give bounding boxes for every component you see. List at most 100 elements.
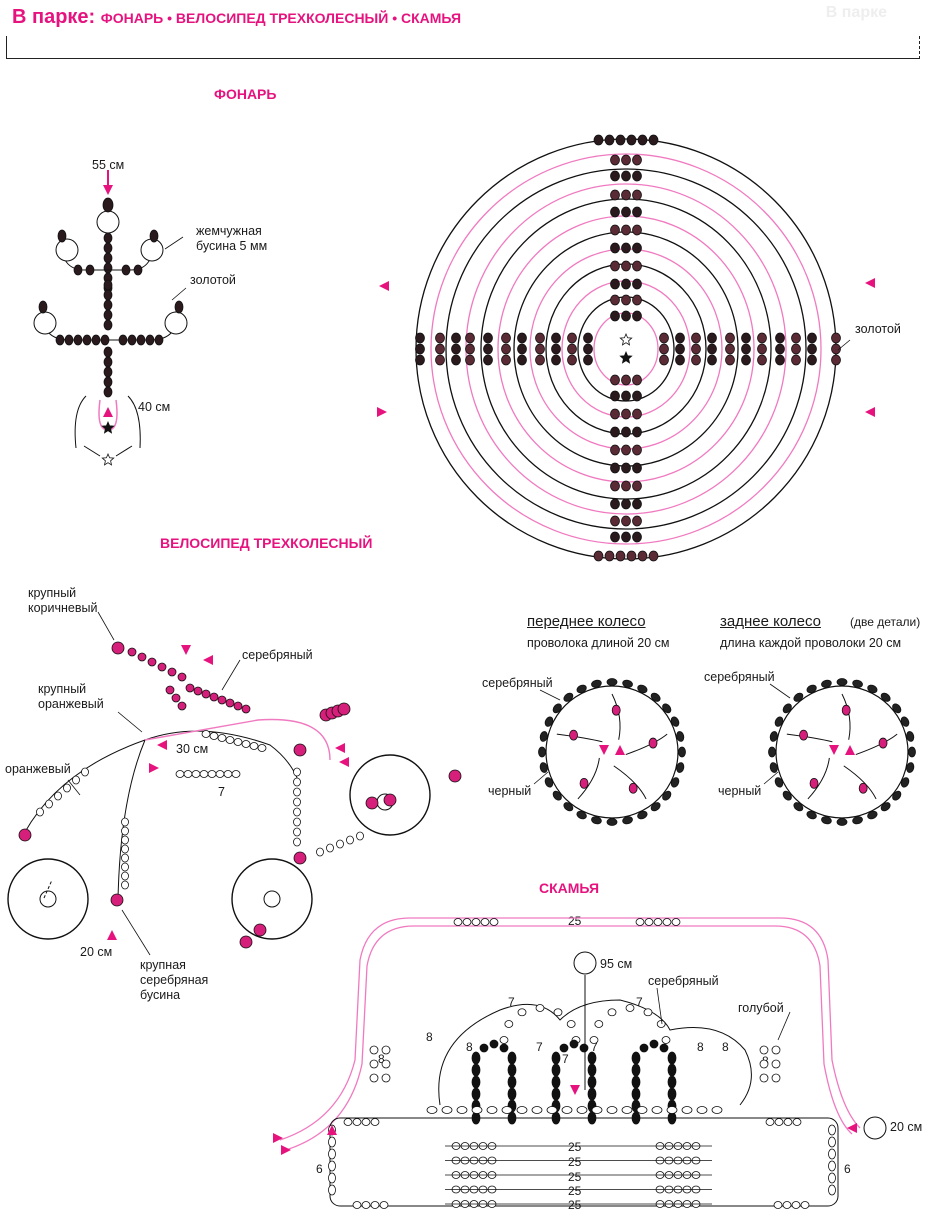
front-wheel-diagram-bead [662, 790, 672, 801]
frame-bead [257, 744, 267, 752]
bench-arch-bead [659, 1043, 669, 1053]
bench-rail-bead [681, 1106, 693, 1114]
bench-arch-bead [507, 1063, 517, 1077]
bench-seat-bead [361, 1118, 371, 1126]
bench-side-bead [369, 1059, 379, 1069]
frame-bead [201, 730, 211, 738]
shade-bead [632, 206, 642, 218]
frame-bead [191, 770, 201, 778]
orange-bead [36, 807, 44, 817]
bench-seat-bead [791, 1201, 801, 1209]
bench-arch-bead [631, 1051, 641, 1065]
shade-star-filled [619, 350, 633, 364]
rear-wheel-diagram-spoke [786, 733, 833, 743]
bench-seat-bead [370, 1201, 380, 1209]
shade-bead [610, 462, 620, 474]
shade-bead [621, 374, 631, 386]
leader-line [777, 1011, 791, 1041]
tricycle-count-7: 7 [218, 785, 225, 799]
brown-bead [147, 657, 157, 667]
silver-bead [209, 692, 219, 702]
front-wheel-diagram-bead [591, 816, 602, 825]
shade-bead [637, 550, 648, 562]
frame-bead [165, 685, 175, 695]
bench-arch-bead [587, 1051, 597, 1065]
shade-bead [626, 550, 637, 562]
shade-bead [632, 390, 642, 402]
shade-bead [593, 134, 604, 146]
brown-bead [111, 641, 125, 655]
front-wheel-diagram-bead [606, 818, 618, 826]
tricycle-title: ВЕЛОСИПЕД ТРЕХКОЛЕСНЫЙ [160, 535, 373, 551]
bench-arch-bead [551, 1087, 561, 1101]
orange-bead [81, 767, 89, 777]
frame-bead [223, 770, 233, 778]
shade-ring [415, 138, 837, 560]
shade-bead [757, 343, 767, 355]
front-wheel-diagram-spoke-bead [648, 737, 658, 749]
bench-rail-bead [711, 1106, 723, 1114]
hub-bead [239, 935, 253, 949]
shade-bead [451, 343, 461, 355]
shade-bead [632, 224, 642, 236]
bench-back-bead [656, 1020, 666, 1028]
leader-line [769, 683, 791, 699]
frame-bead [217, 734, 227, 742]
seat-count-3: 25 [568, 1170, 582, 1184]
rear-wheel-diagram-bead [880, 692, 891, 702]
bench-top-bead [471, 918, 481, 926]
silver-bead [225, 698, 235, 708]
bench-arch-bead [631, 1063, 641, 1077]
shade-bead [621, 531, 631, 543]
shade-bead [621, 154, 631, 166]
bench-arch-bead [507, 1051, 517, 1065]
front-wheel-diagram-bead [676, 762, 685, 773]
bench-rail-bead [486, 1106, 498, 1114]
brown-bead [167, 667, 177, 677]
shade-bead [501, 332, 511, 344]
shade-bead [707, 354, 717, 366]
silver-bead [121, 826, 129, 836]
shade-bead [621, 242, 631, 254]
bench-rail-bead [636, 1106, 648, 1114]
bench-seat-bead [773, 1201, 783, 1209]
frame-bead [215, 770, 225, 778]
bench-arch-bead [631, 1087, 641, 1101]
tricycle-arrow [203, 655, 213, 665]
bench-leg-bead [328, 1184, 336, 1196]
bench-rail-bead [456, 1106, 468, 1114]
bench-n8c: 8 [466, 1040, 473, 1054]
bench-arch-bead [499, 1043, 509, 1053]
shade-bead [659, 332, 669, 344]
lamp-bead [103, 252, 113, 264]
rear-wheel-diagram-bead [836, 678, 848, 686]
bench-n7b: 7 [636, 995, 643, 1009]
shade-bead [501, 343, 511, 355]
shade-bead [610, 374, 620, 386]
hub-bead [383, 793, 397, 807]
frame-bead [249, 742, 259, 750]
shade-bead [610, 224, 620, 236]
rear-wheel-diagram-spoke-bead [809, 777, 819, 789]
bench-arch-bead [587, 1075, 597, 1089]
tricycle-silver-label: серебряный [242, 648, 313, 662]
rear-wheel-diagram-bead [821, 816, 832, 825]
front-wheel-diagram-spoke-bead [579, 777, 589, 789]
silver-bead [217, 695, 227, 705]
rear-wheel-diagram-spoke [855, 733, 898, 756]
shade-bead [610, 189, 620, 201]
bench-seat-bead [361, 1201, 371, 1209]
bench-rail-bead [651, 1106, 663, 1114]
bench-top-bead [662, 918, 672, 926]
lamp-wire [83, 445, 133, 457]
shade-arrow [865, 407, 875, 417]
brown-bead [127, 647, 137, 657]
leader-line [837, 339, 851, 351]
shade-star-outline [619, 332, 633, 346]
shade-bead [632, 170, 642, 182]
silver-bead [121, 817, 129, 827]
lamp-bead [103, 376, 113, 388]
leader-line [97, 611, 115, 641]
rear-wheel-title: заднее колесо [720, 613, 821, 630]
bench-back-bead [625, 1004, 635, 1012]
